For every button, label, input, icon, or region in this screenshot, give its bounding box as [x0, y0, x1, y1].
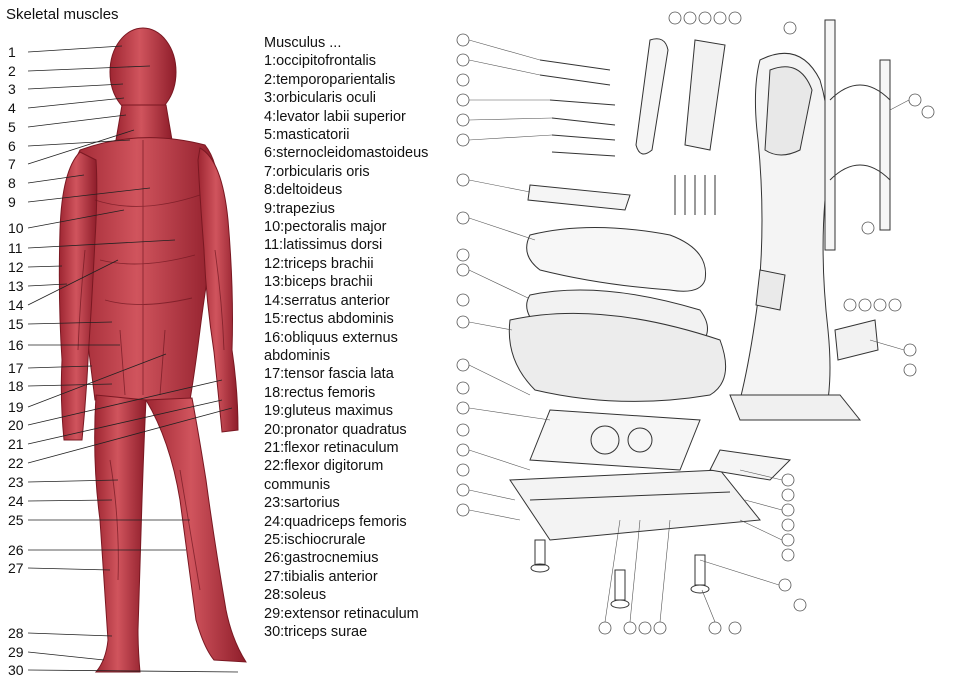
muscle-figure — [27, 27, 247, 673]
figure-number: 22 — [8, 455, 24, 471]
exploded-view-drawing — [456, 11, 935, 635]
figure-number: 17 — [8, 360, 24, 376]
figure-number: 9 — [8, 194, 16, 210]
figure-number: 26 — [8, 542, 24, 558]
legend-item: 22:flexor digitorum — [264, 458, 384, 475]
callout-leaders — [468, 39, 910, 623]
legend-item: 30:triceps surae — [264, 624, 368, 640]
legend-item: 9:trapezius — [264, 200, 335, 217]
muscle-legend: Musculus ... 1:occipitofrontalis 2:tempo… — [264, 34, 464, 641]
figure-number-column: 1 2 3 4 5 6 7 8 9 10 11 12 13 14 15 16 1… — [8, 0, 38, 698]
legend-item: communis — [264, 476, 331, 493]
legend-item: 25:ischiocrurale — [264, 531, 366, 548]
foot — [530, 539, 550, 573]
muscle-definition-lines — [77, 140, 225, 591]
figure-number: 15 — [8, 316, 24, 332]
figure-number: 20 — [8, 417, 24, 433]
legend-item: 18:rectus femoris — [264, 384, 376, 401]
figure-number: 19 — [8, 399, 24, 415]
column-base — [729, 394, 862, 421]
platform-housing — [508, 312, 727, 402]
legend-item: 3:orbicularis oculi — [264, 90, 377, 107]
legend-heading: Musculus ... — [264, 35, 342, 51]
leader-lines — [27, 45, 239, 673]
body-silhouette — [58, 27, 247, 673]
legend-item: 6:sternocleidomastoideus — [264, 145, 429, 162]
part-callouts — [456, 11, 935, 635]
legend-item: 21:flexor retinaculum — [264, 439, 399, 456]
legend-item: 28:soleus — [264, 587, 327, 604]
figure-number: 25 — [8, 512, 24, 528]
side-bracket — [834, 319, 879, 361]
figure-number: 3 — [8, 81, 16, 97]
remote — [635, 38, 669, 155]
foot — [610, 569, 630, 609]
legend-item: 2:temporoparientalis — [264, 71, 396, 88]
figure-number: 16 — [8, 337, 24, 353]
legend-item: 27:tibialis anterior — [264, 568, 378, 585]
legend-item: 16:obliquus externus — [264, 329, 398, 346]
legend-item: 5:masticatorii — [264, 127, 350, 144]
legend-item: 7:orbicularis oris — [264, 163, 370, 180]
figure-number: 4 — [8, 100, 16, 116]
base-frame — [509, 469, 761, 541]
figure-number: 28 — [8, 625, 24, 641]
figure-number: 24 — [8, 493, 24, 509]
legend-item: 4:levator labii superior — [264, 108, 406, 125]
inverter-module — [755, 269, 786, 311]
legend-item: 14:serratus anterior — [264, 292, 390, 309]
machine-parts — [508, 19, 891, 609]
figure-number: 8 — [8, 175, 16, 191]
legend-item: 24:quadriceps femoris — [264, 513, 407, 530]
legend-item: 17:tensor fascia lata — [264, 366, 394, 383]
foot — [690, 554, 710, 594]
control-board — [684, 39, 726, 151]
figure-number: 2 — [8, 63, 16, 79]
legend-item: abdominis — [264, 347, 331, 364]
figure-number: 30 — [8, 662, 24, 678]
legend-item: 20:pronator quadratus — [264, 421, 407, 438]
figure-number: 14 — [8, 297, 24, 313]
legend-item: 13:biceps brachii — [264, 274, 373, 291]
figure-number: 27 — [8, 560, 24, 576]
figure-number: 18 — [8, 378, 24, 394]
legend-item: 8:deltoideus — [264, 182, 343, 199]
legend-item: 29:extensor retinaculum — [264, 605, 419, 622]
legend-item: 23:sartorius — [264, 495, 340, 512]
legend-item: 11:latissimus dorsi — [264, 237, 383, 254]
figure-number: 12 — [8, 259, 24, 275]
figure-number: 11 — [8, 240, 23, 256]
figure-number: 10 — [8, 220, 24, 236]
cable-set — [539, 59, 616, 157]
legend-item: 26:gastrocnemius — [264, 550, 379, 567]
legend-item: 1:occipitofrontalis — [264, 53, 377, 70]
handle-bar — [527, 184, 631, 211]
figure-number: 1 — [8, 44, 16, 60]
figure-number: 23 — [8, 474, 24, 490]
floor-plate — [709, 449, 792, 481]
legend-item: 10:pectoralis major — [264, 219, 387, 236]
figure-number: 6 — [8, 138, 16, 154]
bolt-set — [674, 175, 716, 215]
platform-top — [526, 227, 707, 292]
figure-number: 21 — [8, 436, 24, 452]
motor-frame — [529, 409, 701, 471]
figure-number: 7 — [8, 156, 16, 172]
figure-number: 13 — [8, 278, 24, 294]
figure-number: 29 — [8, 644, 24, 660]
figure-number: 5 — [8, 119, 16, 135]
legend-item: 19:gluteus maximus — [264, 403, 393, 420]
legend-item: 15:rectus abdominis — [264, 311, 394, 328]
diagram-title: Skeletal muscles — [6, 6, 119, 23]
legend-item: 12:triceps brachii — [264, 255, 374, 272]
